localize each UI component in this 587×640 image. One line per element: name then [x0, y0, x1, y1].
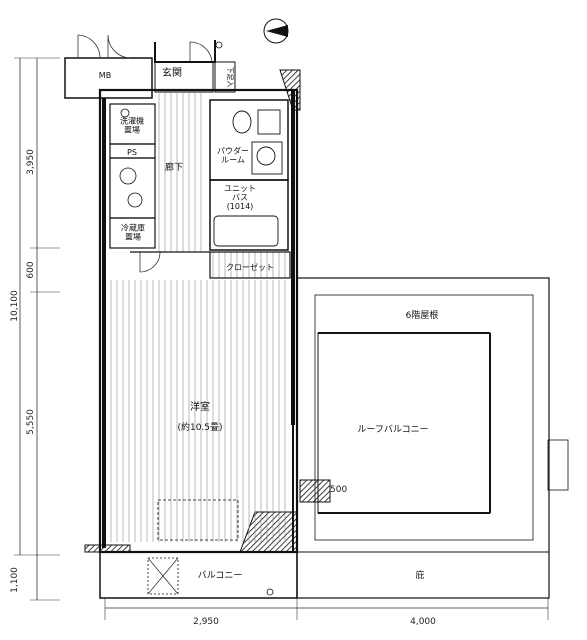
entrance-doors	[77, 34, 223, 63]
dim-left-total: 10,100	[10, 290, 20, 322]
roof-area	[296, 277, 569, 599]
dim-bottom-right: 4,000	[410, 617, 436, 627]
room-western-size: (約10.5畳)	[177, 421, 222, 433]
room-unitbath-label: ユニットバス(1014)	[224, 184, 256, 211]
closet	[209, 251, 291, 279]
dim-left-mid: 600	[26, 261, 36, 278]
room-powder-label: パウダールーム	[217, 146, 249, 165]
dim-left-top: 3,950	[26, 149, 36, 175]
dim-bottom-left: 2,950	[193, 617, 219, 627]
powder-room	[209, 99, 289, 181]
bottom-dimension-lines	[104, 598, 549, 620]
western-room	[108, 280, 288, 542]
service-column	[109, 103, 156, 249]
room-mb-label: MB	[99, 71, 111, 80]
dim-left-lower: 5,550	[26, 409, 36, 435]
room-entrance-label: 玄関	[162, 66, 182, 79]
room-door	[139, 251, 161, 273]
room-closet-label: クローゼット	[226, 262, 274, 272]
dim-step-height: 500	[330, 485, 347, 495]
room-corridor-label: 廊下	[165, 161, 183, 173]
room-ps-label: PS	[127, 148, 137, 157]
room-garden-label: 庇	[415, 569, 424, 581]
room-washer-label: 洗濯機置場	[120, 116, 144, 135]
room-western-label: 洋室	[190, 400, 210, 413]
corridor-floor	[158, 92, 206, 252]
left-dimension-lines	[14, 57, 60, 601]
room-fridge-label: 冷蔵庫置場	[121, 223, 145, 242]
room-roof-label: 6階屋根	[406, 309, 439, 321]
unit-bath	[209, 179, 289, 251]
north-arrow-icon	[263, 18, 289, 44]
room-shoebox-label: 下足入	[226, 67, 234, 88]
room-roofbalcony-label: ルーフバルコニー	[357, 424, 428, 435]
room-balcony-label: バルコニー	[198, 570, 243, 581]
dim-left-bottom: 1,100	[10, 567, 20, 593]
